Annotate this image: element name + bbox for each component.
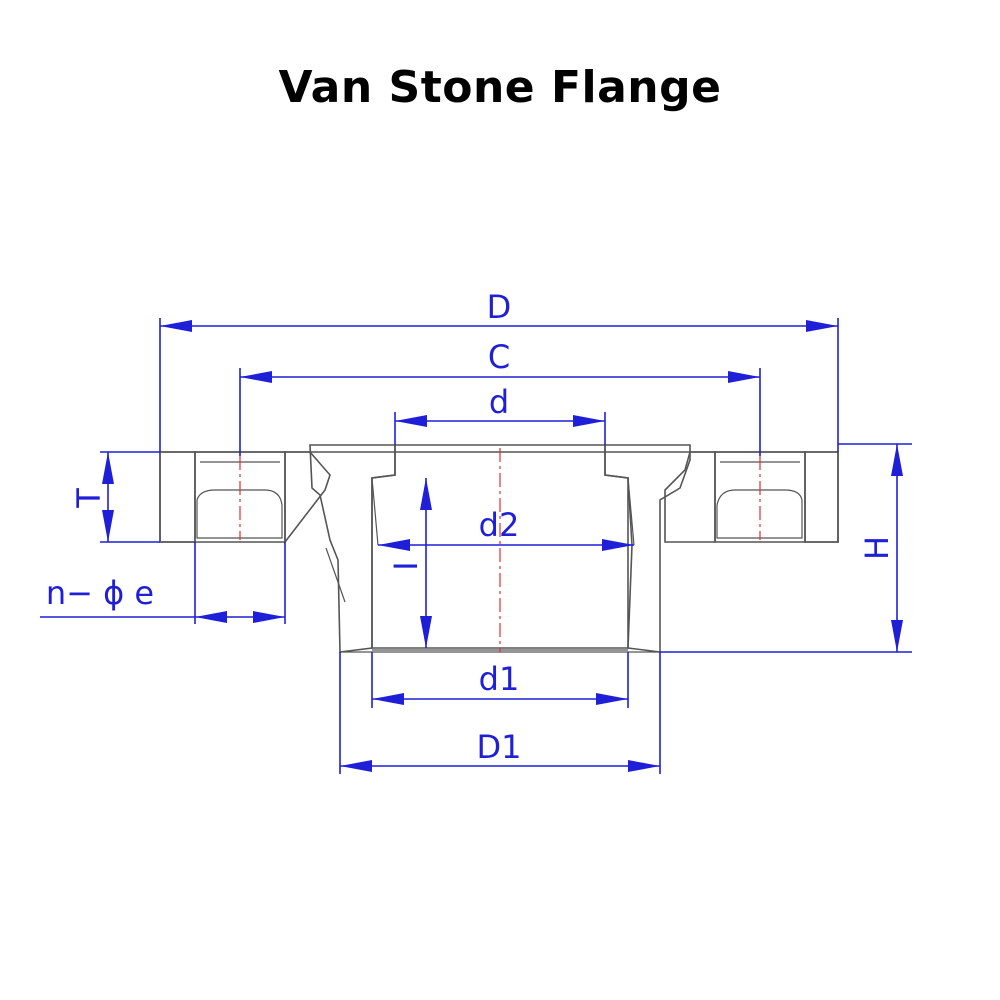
dimension-H: H xyxy=(858,444,903,652)
right-bolt-hole xyxy=(714,451,806,543)
left-ring-section xyxy=(159,451,196,543)
label-l: I xyxy=(387,561,425,570)
label-d: d xyxy=(489,383,509,421)
right-ring-section xyxy=(804,451,839,543)
centerlines xyxy=(239,448,761,652)
label-D: D xyxy=(487,288,512,326)
bore-taper-lines xyxy=(340,477,660,653)
page-title: Van Stone Flange xyxy=(278,62,722,113)
lap-gap-left xyxy=(325,547,346,603)
label-D1: D1 xyxy=(477,728,522,766)
dimension-T: T xyxy=(70,452,114,542)
label-T: T xyxy=(70,488,108,509)
dimension-bolt-holes: n− ϕ e xyxy=(46,574,285,623)
right-ring-inner-section xyxy=(664,451,716,543)
dimension-C: C xyxy=(240,338,760,383)
dimension-d: d xyxy=(395,383,605,427)
dimension-D: D xyxy=(160,288,838,332)
label-d1: d1 xyxy=(479,660,520,698)
label-C: C xyxy=(488,338,510,376)
label-d2: d2 xyxy=(479,506,520,544)
bore-outline xyxy=(371,444,633,649)
dimension-d2: d2 xyxy=(378,506,634,551)
label-H: H xyxy=(858,536,896,560)
dimension-d1: d1 xyxy=(372,660,628,705)
extension-lines xyxy=(40,318,912,774)
dimension-D1: D1 xyxy=(340,728,660,772)
dimension-l: I xyxy=(387,478,432,648)
label-n-phi-e: n− ϕ e xyxy=(46,574,154,612)
left-ring-inner-section xyxy=(284,451,331,545)
